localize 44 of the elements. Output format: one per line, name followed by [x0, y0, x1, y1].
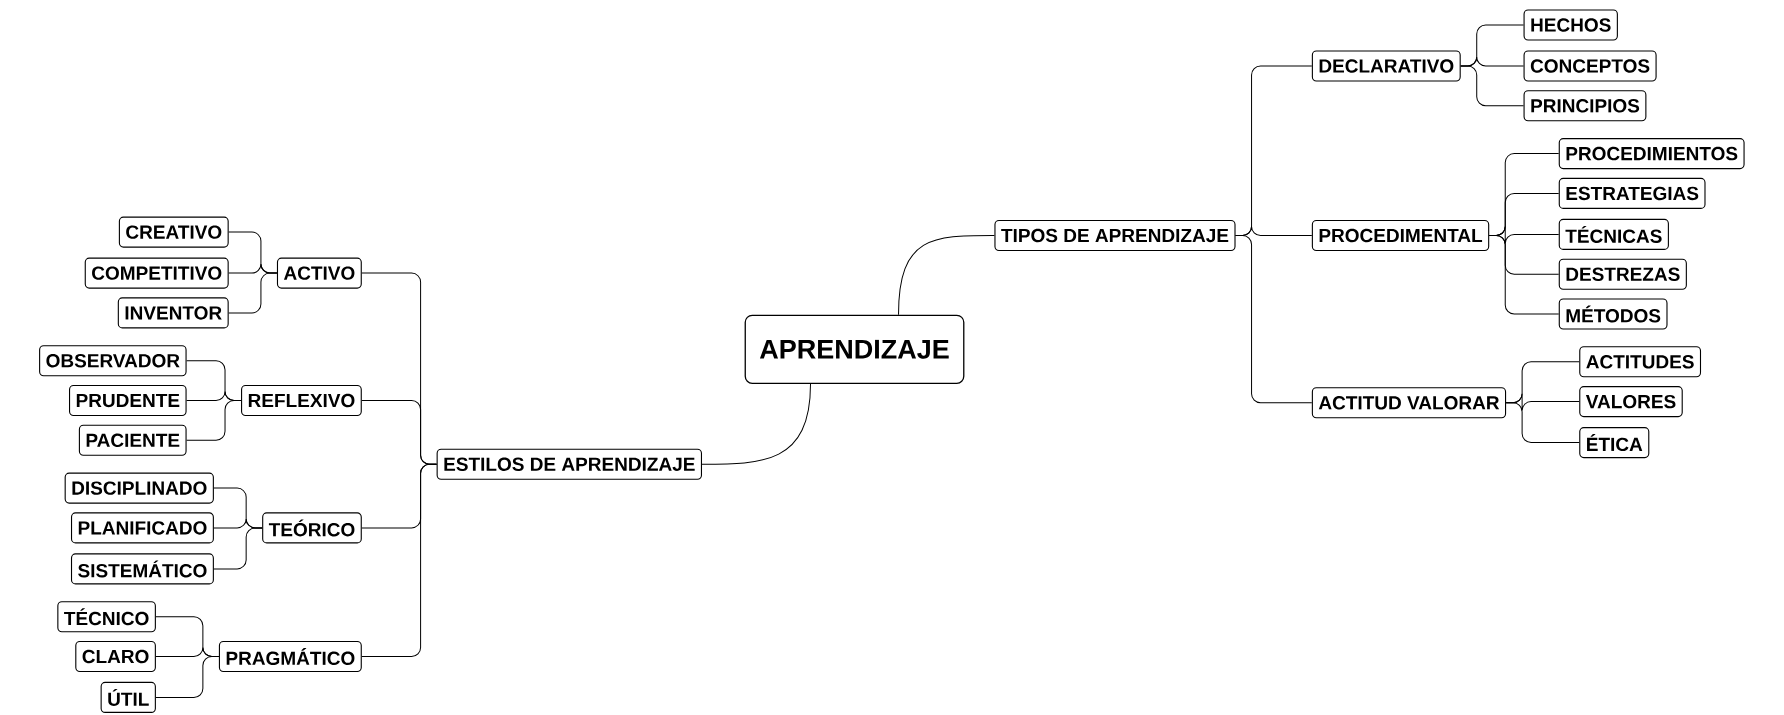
central-topic-box: APRENDIZAJE [744, 314, 965, 384]
topic-box: DISCIPLINADO [64, 472, 214, 504]
topic-box: PLANIFICADO [71, 512, 214, 544]
topic-box: PACIENTE [78, 424, 187, 456]
topic-box: MÉTODOS [1558, 298, 1668, 330]
topic-box: REFLEXIVO [241, 384, 362, 417]
topic-box: DECLARATIVO [1311, 50, 1461, 82]
connector-line [186, 400, 242, 441]
topic-box: PRUDENTE [69, 384, 187, 417]
topic-box: INVENTOR [117, 297, 229, 329]
connector-line [1505, 402, 1580, 444]
connector-line [228, 272, 278, 314]
connector-line [1460, 65, 1524, 107]
topic-box: ESTILOS DE APRENDIZAJE [436, 448, 702, 480]
topic-box: PRAGMÁTICO [218, 640, 362, 673]
topic-box: TIPOS DE APRENDIZAJE [994, 219, 1236, 252]
topic-box: PROCEDIMIENTOS [1558, 138, 1745, 170]
topic-box: CLARO [75, 640, 156, 673]
topic-box: ÉTICA [1579, 427, 1650, 459]
topic-box: ÚTIL [100, 681, 156, 713]
topic-box: OBSERVADOR [39, 345, 187, 377]
topic-box: ACTITUDES [1579, 346, 1702, 378]
connector-line [213, 527, 263, 570]
topic-box: PRINCIPIOS [1523, 90, 1647, 122]
topic-box: ESTRATEGIAS [1558, 177, 1706, 209]
topic-box: TÉCNICAS [1558, 218, 1669, 250]
topic-box: ACTIVO [276, 257, 362, 289]
topic-box: CONCEPTOS [1523, 50, 1657, 82]
topic-box: DESTREZAS [1558, 258, 1687, 290]
topic-box: COMPETITIVO [84, 257, 229, 289]
topic-box: PROCEDIMENTAL [1311, 219, 1490, 252]
connector-line [361, 463, 438, 657]
connector-line [155, 656, 220, 698]
connector-line [1235, 235, 1313, 404]
topic-box: HECHOS [1523, 9, 1618, 41]
topic-box: TÉCNICO [57, 601, 156, 633]
topic-box: TEÓRICO [262, 512, 362, 544]
connector-line [898, 235, 995, 316]
topic-box: VALORES [1579, 386, 1683, 418]
topic-box: SISTEMÁTICO [70, 553, 214, 585]
connector-line [701, 383, 811, 465]
topic-box: ACTITUD VALORAR [1311, 387, 1507, 419]
connector-line [1488, 235, 1560, 315]
topic-box: CREATIVO [118, 216, 229, 248]
